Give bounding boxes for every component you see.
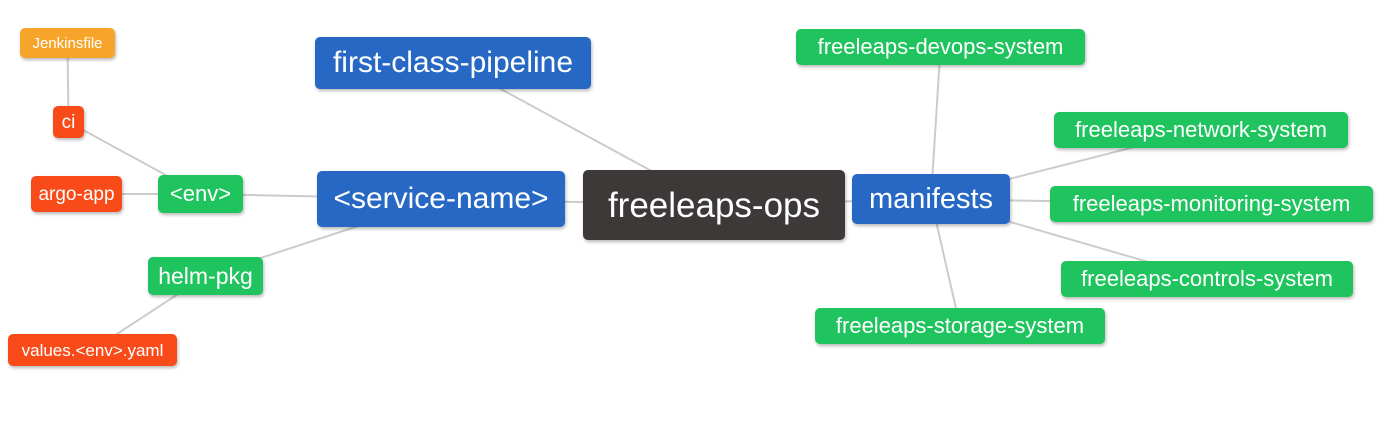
node-values-env-yaml[interactable]: values.<env>.yaml: [8, 334, 177, 366]
node-env[interactable]: <env>: [158, 175, 243, 213]
node-first-class-pipeline[interactable]: first-class-pipeline: [315, 37, 591, 89]
node-manifests[interactable]: manifests: [852, 174, 1010, 224]
node-controls-system[interactable]: freeleaps-controls-system: [1061, 261, 1353, 297]
node-service-name[interactable]: <service-name>: [317, 171, 565, 227]
node-devops-system[interactable]: freeleaps-devops-system: [796, 29, 1085, 65]
node-ci[interactable]: ci: [53, 106, 84, 138]
node-network-system[interactable]: freeleaps-network-system: [1054, 112, 1348, 148]
node-jenkinsfile[interactable]: Jenkinsfile: [20, 28, 115, 58]
node-storage-system[interactable]: freeleaps-storage-system: [815, 308, 1105, 344]
node-helm-pkg[interactable]: helm-pkg: [148, 257, 263, 295]
edge-manifests-to-devops-system: [930, 46, 942, 200]
node-freeleaps-ops[interactable]: freeleaps-ops: [583, 170, 845, 240]
node-argo-app[interactable]: argo-app: [31, 176, 122, 212]
node-monitoring-system[interactable]: freeleaps-monitoring-system: [1050, 186, 1373, 222]
